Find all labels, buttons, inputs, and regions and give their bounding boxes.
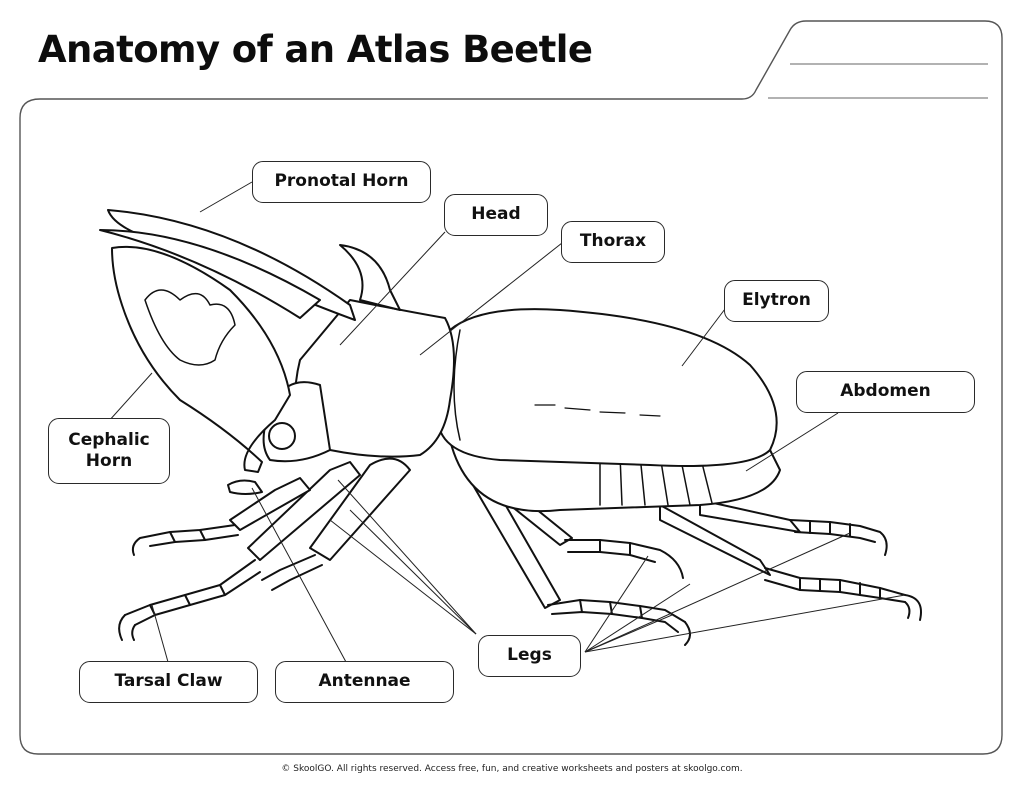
copyright-footer: © SkoolGO. All rights reserved. Access f…	[281, 764, 743, 774]
leader-legs	[329, 479, 906, 653]
atlas-beetle-illustration	[99, 209, 922, 646]
leader-elytron	[681, 304, 729, 367]
label-tarsal-claw: Tarsal Claw	[79, 661, 258, 703]
leader-cephalic-horn	[107, 372, 153, 423]
front-leg-2	[261, 457, 411, 591]
label-cephalic-horn: Cephalic Horn	[48, 418, 170, 484]
leader-antennae	[251, 487, 347, 663]
page-title: Anatomy of an Atlas Beetle	[38, 28, 593, 71]
hind-leg-left	[699, 499, 888, 556]
leader-pronotal-horn	[199, 181, 253, 213]
elytron-shape	[436, 308, 778, 467]
front-leg-3	[131, 477, 311, 556]
label-antennae: Antennae	[275, 661, 454, 703]
cephalic-horn-shape	[111, 245, 291, 473]
worksheet-frame	[19, 20, 1003, 755]
leader-thorax	[419, 242, 563, 356]
label-elytron: Elytron	[724, 280, 829, 322]
leader-head	[339, 231, 446, 346]
hind-leg-right	[659, 504, 922, 621]
label-thorax: Thorax	[561, 221, 665, 263]
leader-lines	[107, 181, 906, 663]
label-head: Head	[444, 194, 548, 236]
leader-tarsal-claw	[151, 604, 169, 663]
label-pronotal-horn: Pronotal Horn	[252, 161, 431, 203]
front-leg	[118, 461, 361, 641]
label-abdomen: Abdomen	[796, 371, 975, 413]
label-legs: Legs	[478, 635, 581, 677]
leader-abdomen	[745, 412, 839, 472]
